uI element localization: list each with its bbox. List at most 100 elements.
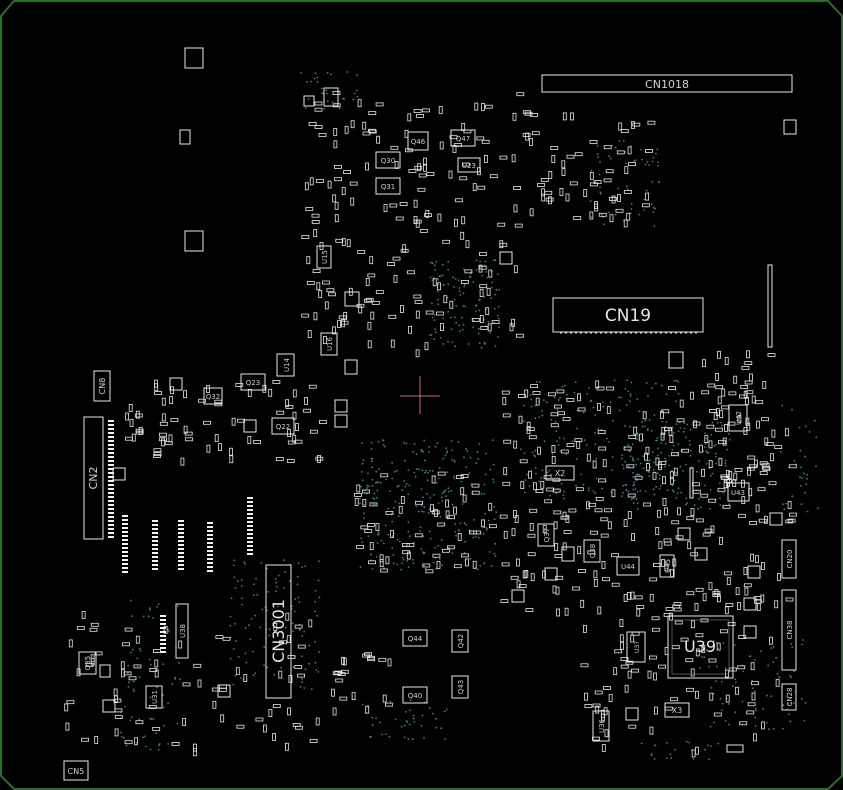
passive-pad [275,457,284,462]
via [239,677,242,679]
via [455,534,457,537]
via [405,442,408,445]
via [671,489,674,492]
passive-pad [461,553,469,558]
connector-cn1018[interactable]: CN1018 [541,74,793,93]
via [645,189,648,192]
ic-u16[interactable]: U16 [320,332,338,356]
connector-cn38[interactable]: CN38 [781,589,797,671]
ic-u38[interactable]: U38 [175,603,189,659]
via [453,459,455,462]
via [754,690,756,693]
passive-pad [550,412,559,417]
passive-pad [700,618,709,623]
via [494,542,497,545]
ic-u43[interactable]: U43 [727,482,750,502]
ic-u37[interactable]: U37 [626,631,646,663]
transistor-q40[interactable]: Q40 [402,686,428,704]
ic-u15[interactable]: U15 [316,245,332,269]
passive-pad [114,728,119,737]
via [530,405,533,408]
transistor-q47[interactable]: Q47 [450,129,476,147]
passive-pad [555,575,564,580]
transistor-q37[interactable]: Q37 [537,523,555,547]
passive-pad [182,718,187,726]
passive-pad [700,493,709,498]
transistor-q43[interactable]: Q43 [451,675,469,699]
crystal-x3[interactable]: X3 [664,702,690,718]
transistor-q30[interactable]: Q30 [375,151,401,169]
pin-pad [152,548,158,550]
via [441,492,444,495]
passive-pad [701,390,710,395]
via [705,450,708,452]
via [437,278,439,281]
passive-pad [402,550,410,555]
passive-pad [576,440,581,449]
ic-u44[interactable]: U44 [616,556,640,576]
via [433,314,436,316]
transistor-q44[interactable]: Q44 [402,629,428,647]
pin-pad [207,566,213,568]
passive-pad [453,218,458,227]
connector-cn20[interactable]: CN20 [781,539,797,579]
ic-u14[interactable]: U14 [276,353,295,377]
via [617,187,620,190]
via [120,736,123,738]
pin-pad [108,524,114,526]
passive-pad [724,357,729,365]
via [713,640,715,642]
passive-pad [607,521,612,530]
ic-u39[interactable]: U39 [667,615,734,679]
passive-pad [487,323,492,332]
connector-cn19[interactable]: CN19 [552,297,704,334]
transistor-q32[interactable]: Q32 [203,387,223,405]
transistor-q22[interactable]: Q22 [271,417,295,435]
passive-pad [206,444,211,453]
passive-pad [158,432,167,437]
passive-pad [419,228,428,233]
passive-pad [350,120,355,129]
passive-pad [243,674,248,682]
via [541,469,544,472]
via [148,658,151,661]
connector-cn28[interactable]: CN28 [781,683,797,711]
transistor-q42[interactable]: Q42 [451,629,469,653]
via [708,665,711,668]
via [673,432,675,434]
pin-pad [178,536,184,538]
ic-u36[interactable]: U36 [592,710,610,742]
via [391,535,394,538]
connector-cn3001[interactable]: CN3001 [265,564,292,699]
passive-pad [645,192,649,201]
ic-u23[interactable]: U23 [457,157,481,173]
ic-u42[interactable]: U42 [728,404,748,432]
passive-pad [767,352,776,357]
passive-pad [297,673,306,678]
passive-pad [701,645,706,653]
via [233,576,236,579]
pin-pad [160,627,166,629]
transistor-q23[interactable]: Q23 [240,373,266,391]
via [624,425,626,427]
transistor-q35[interactable]: Q35 [78,651,97,675]
passive-pad [488,502,493,511]
transistor-q31[interactable]: Q31 [375,177,401,195]
connector-cn5[interactable]: CN5 [63,760,89,781]
connector-cn2[interactable]: CN2 [83,416,104,540]
via [402,559,405,561]
transistor-q46[interactable]: Q46 [407,131,429,151]
passive-pad [268,388,273,397]
via [541,414,544,417]
passive-pad [554,543,559,551]
connector-cn8[interactable]: CN8 [93,370,111,402]
transistor-q38[interactable]: Q38 [583,539,601,563]
crystal-x2[interactable]: X2 [545,465,575,481]
ic-u31[interactable]: U31 [145,685,163,709]
passive-pad [390,339,395,348]
via [657,472,659,475]
passive-pad [356,484,361,493]
ic-u45[interactable]: U45 [659,554,675,578]
